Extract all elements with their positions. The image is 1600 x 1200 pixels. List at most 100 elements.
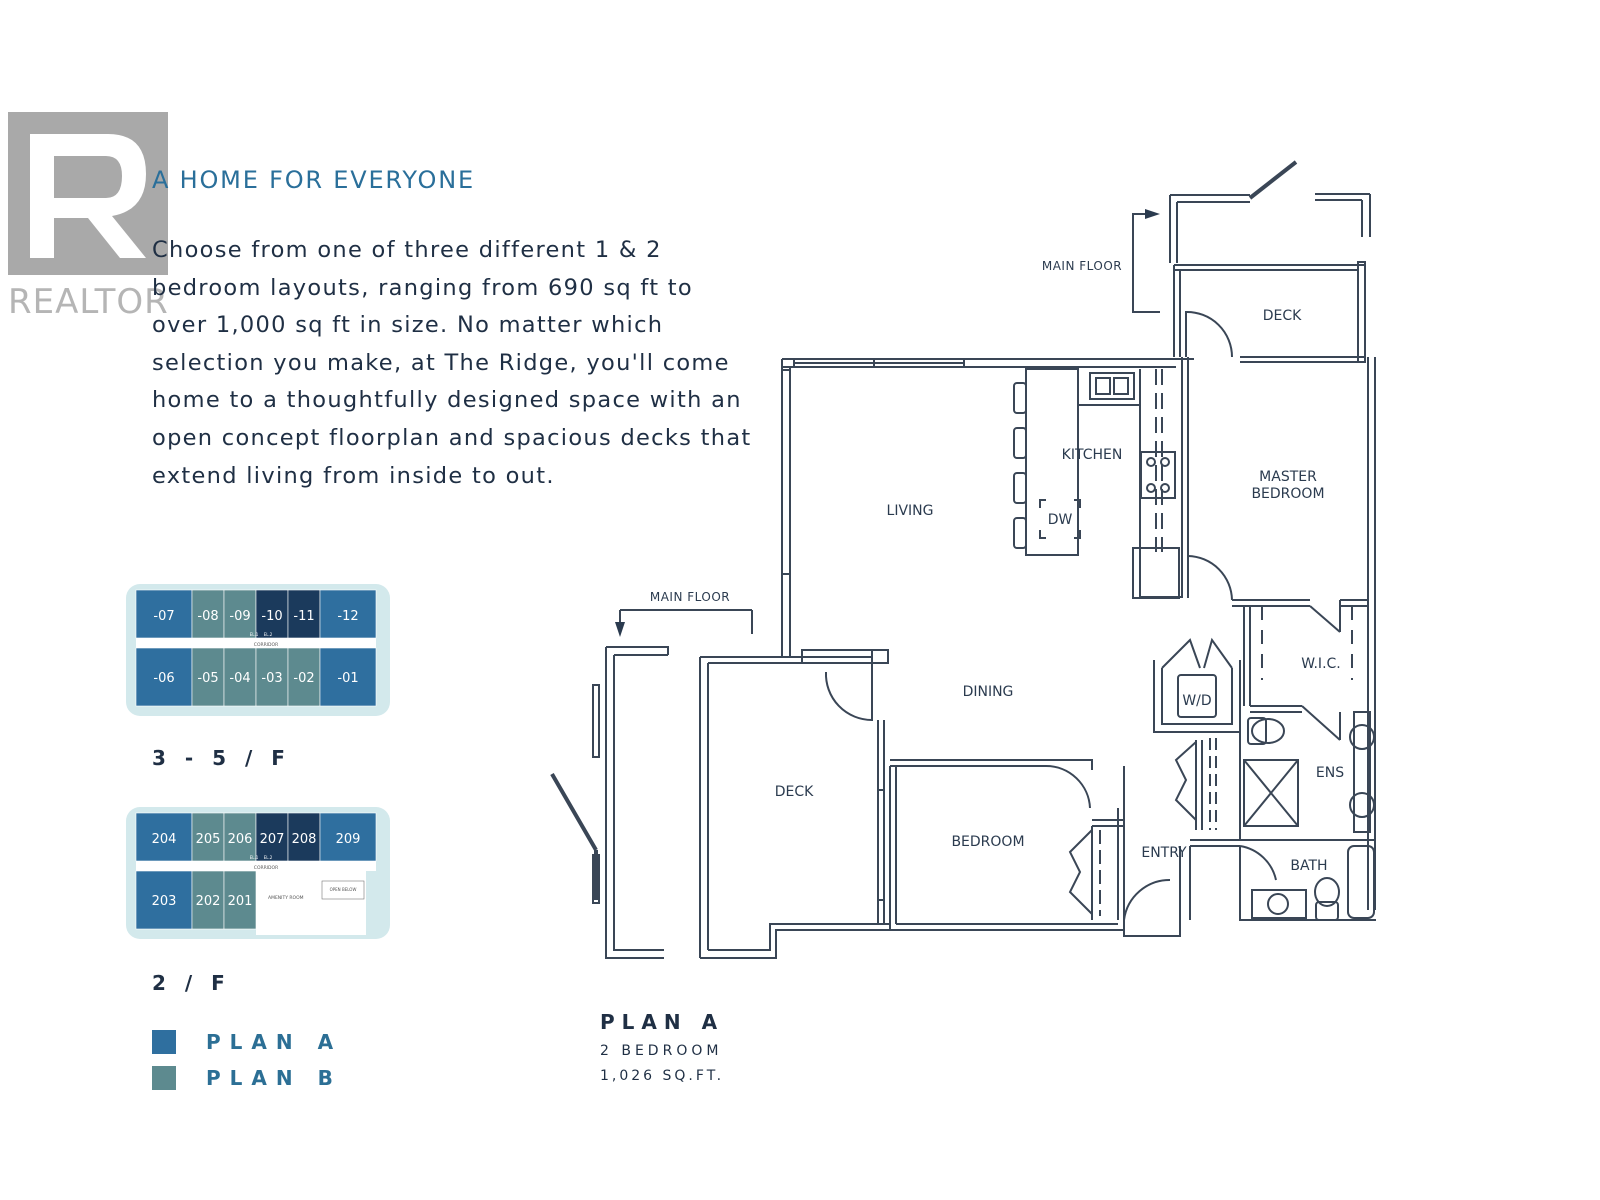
hall-closet-doors: [1174, 741, 1197, 821]
arrow-icon: [615, 622, 625, 637]
realtor-logo-mark: [8, 112, 168, 275]
keyplan-unit-label: 205: [196, 832, 221, 847]
legend-label-plan-b: PLAN B: [206, 1066, 342, 1090]
main-floor-arrow-line-top: [1132, 213, 1160, 313]
keyplan-unit-label: 201: [228, 894, 253, 909]
living-left-window: [781, 369, 791, 575]
keyplan-corridor-label: CORRIDOR: [254, 865, 278, 871]
room-label-master-line1: MASTER: [1259, 469, 1317, 485]
room-label-wic: W.I.C.: [1301, 656, 1341, 672]
keyplan-unit-label: -12: [337, 609, 358, 624]
keyplan-unit: [255, 647, 289, 707]
bedroom-closet: [1091, 819, 1124, 920]
ens-toilet-bowl: [1251, 718, 1285, 744]
keyplan-unit: [287, 812, 321, 862]
dishwasher-outline: [1039, 499, 1081, 539]
keyplan-elevator-label: EL.2: [264, 855, 273, 860]
deck-top-walls: [1173, 264, 1366, 357]
lower-floor-window-angled: [550, 772, 598, 900]
room-label-dw: DW: [1048, 512, 1073, 528]
legend-plan-a: PLAN A: [152, 1030, 342, 1054]
keyplan-unit-label: -10: [261, 609, 282, 624]
keyplan-unit-label: 206: [228, 832, 253, 847]
keyplan-unit: [319, 647, 377, 707]
room-label-bath: BATH: [1290, 858, 1327, 874]
room-label-wd: W/D: [1182, 693, 1211, 709]
keyplan-unit: [191, 647, 225, 707]
keyplan-unit: [135, 589, 193, 639]
laundry-bifold-doors: [1161, 637, 1233, 669]
keyplan-unit-label: 207: [260, 832, 285, 847]
deck-top-door-swing: [1185, 310, 1233, 358]
keyplan-lower-label: 2 / F: [152, 971, 231, 995]
keyplan-elevator-label: EL.2: [264, 632, 273, 637]
keyplan-unit-label: -08: [197, 609, 218, 624]
dining-window: [801, 649, 889, 664]
room-label-kitchen: KITCHEN: [1062, 447, 1123, 463]
keyplan-unit-label: 204: [152, 832, 177, 847]
wic-door: [1309, 600, 1341, 633]
keyplan-unit-label: -05: [197, 671, 218, 686]
ens-sink: [1349, 792, 1375, 818]
bedroom-top-wall: [890, 759, 1093, 770]
arrow-icon: [1145, 209, 1160, 219]
keyplan-amenity-area: [256, 871, 366, 935]
ens-shower: [1243, 759, 1299, 827]
keyplan-unit: [135, 647, 193, 707]
keyplan-unit: [223, 870, 257, 930]
keyplan-unit: [223, 812, 257, 862]
room-label-deck-left: DECK: [775, 784, 814, 800]
keyplan-unit: [223, 647, 257, 707]
bath-toilet-tank: [1315, 901, 1339, 921]
kitchen-counter: [1078, 369, 1182, 598]
keyplan-unit: [255, 589, 289, 639]
intro-paragraph: Choose from one of three different 1 & 2…: [152, 237, 752, 489]
keyplan-corridor: [136, 638, 376, 648]
room-label-bedroom: BEDROOM: [951, 834, 1024, 850]
keyplan-unit-label: 203: [152, 894, 177, 909]
keyplan-unit: [319, 589, 377, 639]
keyplan-unit-label: -01: [337, 671, 358, 686]
lower-floor-window: [592, 684, 600, 758]
ens-toilet-tank: [1247, 717, 1267, 745]
bedroom-walls: [889, 766, 1124, 931]
bedroom-door-swing: [1045, 764, 1091, 809]
stool: [1013, 472, 1027, 504]
room-label-entry: ENTRY: [1141, 845, 1187, 861]
realtor-wordmark: REALTOR: [8, 282, 169, 322]
entry-door-swing: [1123, 846, 1181, 937]
stool: [1013, 517, 1027, 549]
keyplan-amenity-label: AMENITY ROOM: [268, 895, 304, 901]
keyplan-unit-label: -02: [293, 671, 314, 686]
keyplan-unit-label: -06: [153, 671, 174, 686]
master-door-swing: [1187, 555, 1233, 601]
keyplan-unit-label: -04: [229, 671, 250, 686]
dining-deck-door: [824, 650, 873, 722]
keyplan-elevator-label: EL.1: [250, 855, 259, 860]
legend-plan-b: PLAN B: [152, 1066, 342, 1090]
keyplan-unit: [191, 870, 225, 930]
kitchen-sink: [1089, 372, 1135, 400]
keyplan-unit: [135, 870, 193, 930]
keyplan-unit-label: -07: [153, 609, 174, 624]
main-floor-label-top: MAIN FLOOR: [1042, 259, 1122, 273]
stool: [1013, 427, 1027, 459]
keyplan-unit: [319, 812, 377, 862]
bath-sink: [1267, 893, 1289, 915]
fridge: [1132, 547, 1180, 599]
upper-floor-walls-left: [1169, 194, 1196, 263]
ens-vanity: [1353, 711, 1371, 833]
keyplan-unit-label: 209: [336, 832, 361, 847]
exterior-left-wall: [781, 359, 791, 657]
ens-sink: [1349, 724, 1375, 750]
keyplan-unit: [287, 647, 321, 707]
keyplan-unit-label: 208: [292, 832, 317, 847]
deck-top-rail: [1357, 261, 1366, 363]
stool: [1013, 382, 1027, 414]
keyplan-open-below-box: [321, 880, 365, 900]
room-label-master-line2: BEDROOM: [1251, 486, 1324, 502]
upper-floor-walls-right: [1315, 193, 1371, 237]
keyplan-elevator-label: EL.1: [250, 632, 259, 637]
